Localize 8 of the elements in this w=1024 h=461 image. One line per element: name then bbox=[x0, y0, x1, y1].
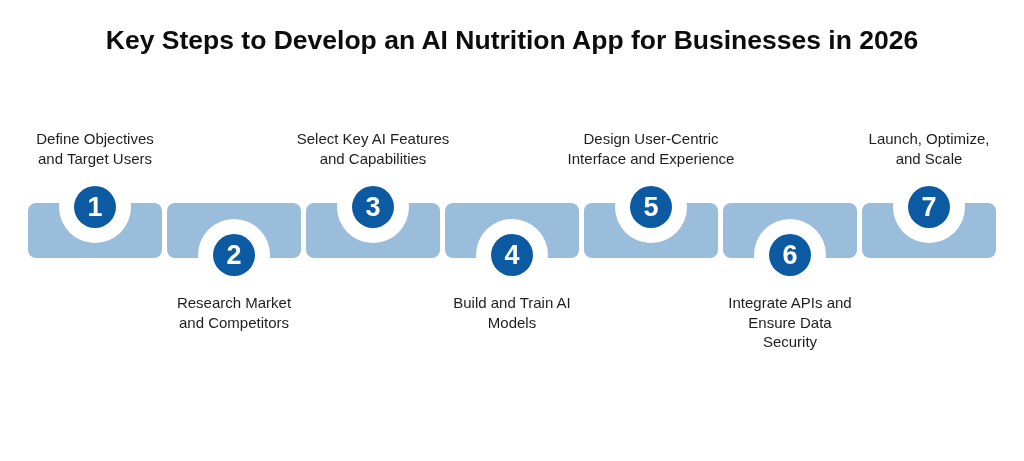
title: Key Steps to Develop an AI Nutrition App for Businesses in 2026 bbox=[104, 24, 920, 57]
step-label: Select Key AI Features and Capabilities bbox=[295, 129, 451, 168]
step-label: Launch, Optimize, and Scale bbox=[867, 129, 991, 168]
step-label: Research Market and Competitors bbox=[175, 293, 293, 332]
step-label: Define Objectives and Target Users bbox=[35, 129, 155, 168]
step-label: Design User-Centric Interface and Experience bbox=[566, 129, 736, 168]
step-label: Integrate APIs and Ensure Data Security bbox=[727, 293, 853, 352]
step-label: Build and Train AI Models bbox=[452, 293, 572, 332]
